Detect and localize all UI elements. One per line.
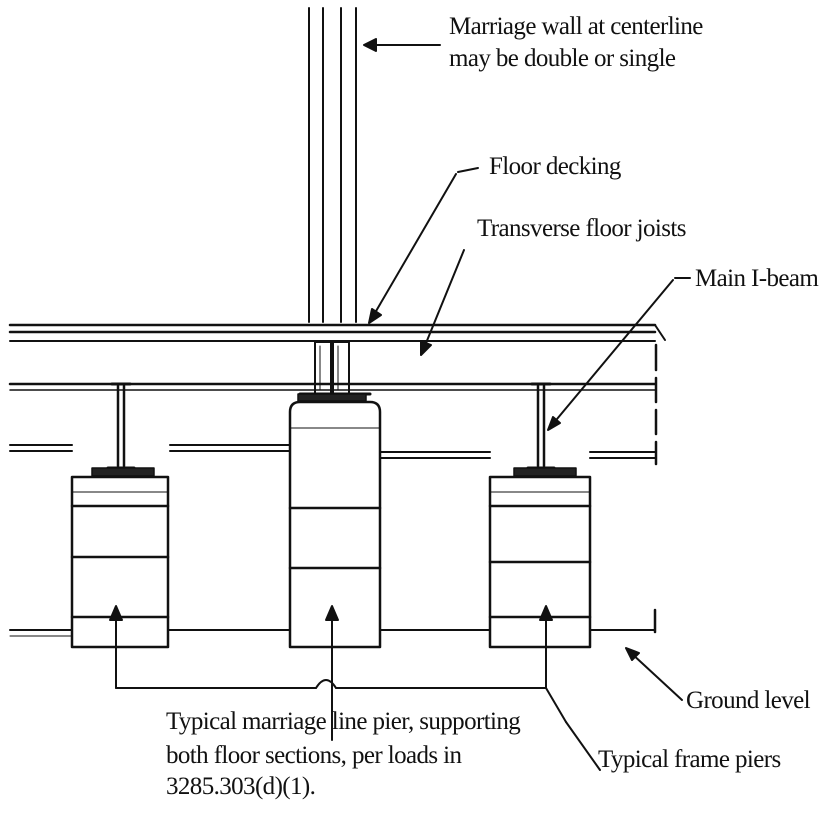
marriage-posts <box>298 341 372 396</box>
main-beam-label: Main I-beam <box>695 265 819 292</box>
marriage-wall-label-line2: may be double or single <box>449 45 676 72</box>
right-frame-pier <box>488 467 592 649</box>
floor-decking <box>8 323 666 342</box>
marriage-wall-label-line1: Marriage wall at centerline <box>449 13 703 40</box>
leader-floor-joists <box>420 249 465 356</box>
marriage-wall <box>308 7 357 323</box>
pier-leader-connector <box>109 605 601 771</box>
marriage-pier-label-line2: both floor sections, per loads in <box>166 742 462 769</box>
marriage-line-pier <box>288 393 382 649</box>
frame-rails <box>9 444 656 459</box>
ground-level-label: Ground level <box>686 687 811 714</box>
leader-floor-decking <box>368 167 479 324</box>
leader-marriage-wall <box>363 38 441 52</box>
floor-joists-label: Transverse floor joists <box>477 215 686 242</box>
marriage-pier-label-line1: Typical marriage line pier, supporting <box>166 708 521 735</box>
frame-piers-label: Typical frame piers <box>598 746 781 773</box>
left-i-beam <box>106 382 136 470</box>
floor-decking-label: Floor decking <box>489 153 621 180</box>
marriage-pier-label-line3: 3285.303(d)(1). <box>166 773 316 800</box>
leader-ground-level <box>625 647 683 701</box>
ground-line <box>9 608 657 637</box>
leader-main-beam <box>547 277 691 431</box>
